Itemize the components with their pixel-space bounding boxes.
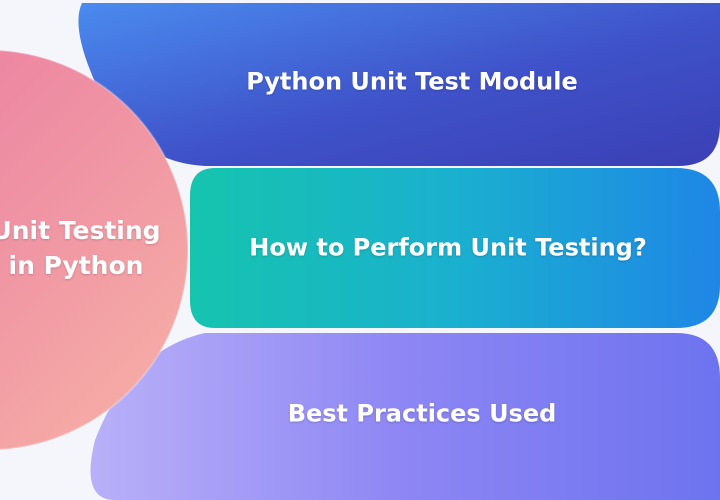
topic-band-middle <box>190 168 720 328</box>
topic-label-1: Python Unit Test Module <box>246 67 578 96</box>
central-topic-line-1: Unit Testing <box>0 216 161 245</box>
central-topic-title: Unit Testing in Python <box>0 213 161 283</box>
topic-band-bottom <box>90 333 720 500</box>
topic-label-3: Best Practices Used <box>287 399 557 428</box>
central-topic-line-2: in Python <box>8 251 144 280</box>
topic-band-top <box>78 3 720 166</box>
topic-label-2: How to Perform Unit Testing? <box>249 233 647 262</box>
central-circle <box>0 50 188 450</box>
central-circle-edge <box>0 49 189 451</box>
